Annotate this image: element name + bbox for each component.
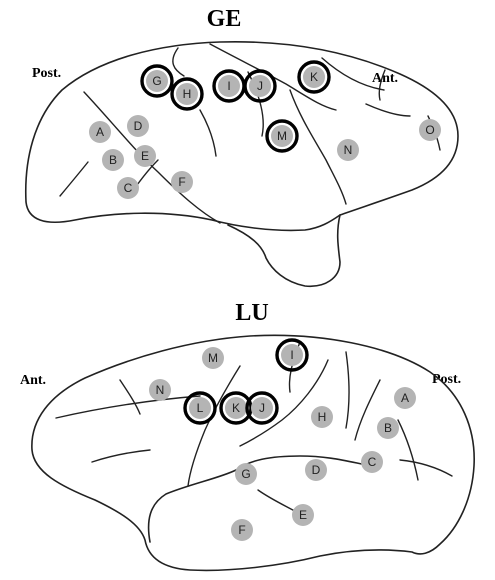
site-d-ge: D [127,115,149,137]
site-h-ge: H [172,79,202,109]
site-g-ge: G [142,66,172,96]
site-l-lu: L [185,393,215,423]
site-h-lu: H [311,406,333,428]
site-c-lu: C [361,451,383,473]
site-label: L [197,401,204,415]
site-label: A [401,391,409,405]
site-label: J [257,79,263,93]
site-label: E [141,149,149,163]
site-g-lu: G [235,463,257,485]
brain-outline-lu [32,335,474,570]
site-label: M [277,129,287,143]
site-label: K [232,401,240,415]
site-k-ge: K [299,62,329,92]
site-f-ge: F [171,171,193,193]
anterior-label-lu: Ant. [20,373,46,388]
site-label: I [290,348,293,362]
site-b-ge: B [102,149,124,171]
site-label: E [299,508,307,522]
site-label: H [183,87,192,101]
site-label: G [152,74,161,88]
site-label: H [318,410,327,424]
panel-ge: GE Post. Ant. [26,6,458,286]
site-n-lu: N [149,379,171,401]
posterior-label-ge: Post. [32,66,61,81]
site-b-lu: B [377,417,399,439]
site-m-lu: M [202,347,224,369]
site-a-ge: A [89,121,111,143]
site-label: G [241,467,250,481]
site-label: M [208,351,218,365]
anterior-label-ge: Ant. [372,71,398,86]
site-f-lu: F [231,519,253,541]
site-label: J [259,401,265,415]
panel-title-ge: GE [207,6,242,32]
site-i-lu: I [277,340,307,370]
site-j-lu: J [247,393,277,423]
site-c-ge: C [117,177,139,199]
site-label: C [124,181,133,195]
site-label: F [178,175,185,189]
site-label: N [344,143,353,157]
site-label: D [312,463,321,477]
site-i-ge: I [214,71,244,101]
site-label: A [96,125,104,139]
site-m-ge: M [267,121,297,151]
site-e-lu: E [292,504,314,526]
site-label: F [238,523,245,537]
site-n-ge: N [337,139,359,161]
site-label: B [384,421,392,435]
site-o-ge: O [419,119,441,141]
site-label: K [310,70,318,84]
site-d-lu: D [305,459,327,481]
site-a-lu: A [394,387,416,409]
site-label: D [134,119,143,133]
site-e-ge: E [134,145,156,167]
site-label: O [425,123,434,137]
posterior-label-lu: Post. [432,372,461,387]
site-label: N [156,383,165,397]
site-label: B [109,153,117,167]
site-j-ge: J [245,71,275,101]
site-label: I [227,79,230,93]
panel-title-lu: LU [235,300,268,326]
site-label: C [368,455,377,469]
